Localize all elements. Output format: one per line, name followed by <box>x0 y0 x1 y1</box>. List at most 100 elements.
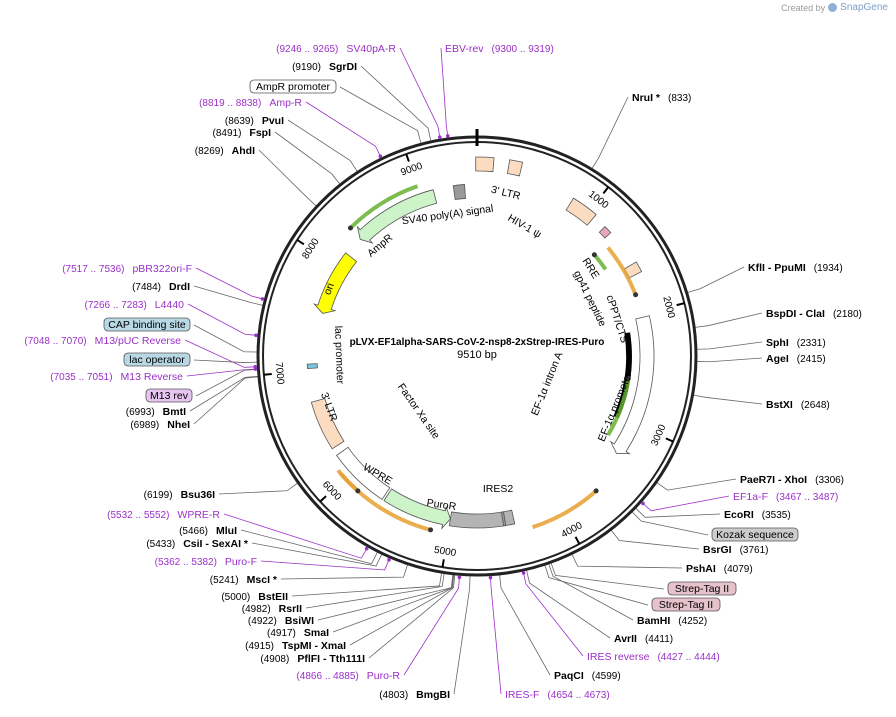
enzyme-label[interactable]: (4908)PflFI - Tth111I <box>260 653 365 665</box>
enzyme-label[interactable]: (5433)CsiI - SexAI * <box>146 538 249 550</box>
leader-line <box>218 482 298 495</box>
enzyme-position: (4908) <box>260 654 289 665</box>
feature-badge-label: CAP binding site <box>108 319 186 331</box>
primer-label[interactable]: (5362 .. 5382)Puro-F <box>155 556 257 568</box>
enzyme-label[interactable]: KflI - PpuMI(1934) <box>748 262 843 274</box>
enzyme-label[interactable]: AgeI(2415) <box>766 353 826 365</box>
enzyme-label[interactable]: PshAI(4079) <box>686 563 753 575</box>
feature-badge[interactable] <box>123 352 191 367</box>
feature-rre[interactable] <box>565 197 597 226</box>
feature-label: lac promoter <box>332 326 346 385</box>
primer-range: (7035 .. 7051) <box>50 372 112 383</box>
primer-label[interactable]: EF1a-F(3467 .. 3487) <box>733 491 838 503</box>
enzyme-label[interactable]: BsrGI(3761) <box>703 544 769 556</box>
enzyme-name: BstXI <box>766 399 793 411</box>
primer-label[interactable]: IRES-F(4654 .. 4673) <box>505 689 610 701</box>
feature-badge[interactable] <box>145 388 193 403</box>
enzyme-label[interactable]: (4982)RsrII <box>242 603 302 615</box>
brand-prefix: Created by <box>781 2 826 13</box>
enzyme-label[interactable]: NruI *(833) <box>632 92 691 104</box>
enzyme-label[interactable]: BamHI(4252) <box>637 615 707 627</box>
feature-badge[interactable] <box>249 79 337 94</box>
leader-line <box>693 394 763 405</box>
primer-range: (5362 .. 5382) <box>155 557 217 568</box>
leader-line <box>440 47 449 138</box>
enzyme-label[interactable]: SphI(2331) <box>766 337 826 349</box>
enzyme-label[interactable]: (6989)NheI <box>130 419 190 431</box>
primer-name: EBV-rev <box>445 43 484 55</box>
enzyme-label[interactable]: AvrII(4411) <box>614 633 673 645</box>
enzyme-label[interactable]: (6993)BmtI <box>126 406 186 418</box>
primer-label[interactable]: (4866 .. 4885)Puro-R <box>296 670 400 682</box>
enzyme-name: PvuI <box>262 115 284 127</box>
enzyme-label[interactable]: BspDI - ClaI(2180) <box>766 308 862 320</box>
enzyme-label[interactable]: (6199)Bsu36I <box>144 489 215 501</box>
enzyme-position: (8269) <box>195 146 224 157</box>
primer-label[interactable]: (8819 .. 8838)Amp-R <box>199 97 302 109</box>
enzyme-name: PaqCI <box>554 670 584 682</box>
enzyme-name: NruI * <box>632 92 661 104</box>
primer-label[interactable]: (5532 .. 5552)WPRE-R <box>107 509 220 521</box>
leader-line <box>195 369 258 397</box>
primer-label[interactable]: (7035 .. 7051)M13 Reverse <box>50 371 183 383</box>
primer-marker <box>378 154 383 158</box>
enzyme-label[interactable]: (8269)AhdI <box>195 145 255 157</box>
primer-label[interactable]: (7517 .. 7536)pBR322ori-F <box>62 263 192 275</box>
feature-badge[interactable] <box>103 317 191 332</box>
enzyme-position: (4922) <box>248 616 277 627</box>
feature-ef-1-intron-a[interactable] <box>613 332 632 419</box>
enzyme-label[interactable]: (7484)DrdI <box>132 281 190 293</box>
enzyme-label[interactable]: (5466)MluI <box>179 525 237 537</box>
feature-3-ltr[interactable] <box>310 398 345 450</box>
enzyme-name: PshAI <box>686 563 716 575</box>
feature-hiv-1-[interactable] <box>506 159 524 177</box>
feature-badge[interactable] <box>711 527 799 542</box>
enzyme-name: MluI <box>216 525 237 537</box>
enzyme-label[interactable]: (4803)BmgBI <box>379 689 450 701</box>
feature-lac-promoter[interactable] <box>306 363 318 370</box>
enzyme-label[interactable]: PaqCI(4599) <box>554 670 621 682</box>
primer-name: IRES-F <box>505 689 539 701</box>
enzyme-position: (7484) <box>132 282 161 293</box>
primer-label[interactable]: IRES reverse(4427 .. 4444) <box>587 651 720 663</box>
leader-line <box>223 513 369 559</box>
enzyme-label[interactable]: (9190)SgrDI <box>292 61 357 73</box>
enzyme-label[interactable]: (4917)SmaI <box>267 627 329 639</box>
feature-badge[interactable] <box>667 581 737 596</box>
feature-badge[interactable] <box>651 597 721 612</box>
feature-3-ltr[interactable] <box>475 156 495 173</box>
primer-marker <box>641 501 645 506</box>
enzyme-name: TspMI - XmaI <box>282 640 346 652</box>
enzyme-label[interactable]: PaeR7I - XhoI(3306) <box>740 474 844 486</box>
enzyme-label[interactable]: (5241)MscI * <box>210 574 278 586</box>
enzyme-label[interactable]: (8639)PvuI <box>225 115 284 127</box>
feature-ef-1-promoter[interactable] <box>609 315 655 455</box>
leader-line <box>656 478 737 491</box>
enzyme-position: (3306) <box>815 475 844 486</box>
orf-arcs <box>336 184 639 533</box>
enzyme-position: (4252) <box>678 616 707 627</box>
feature-ori[interactable] <box>312 252 358 314</box>
enzyme-label[interactable]: (4922) BsiWI <box>248 615 314 627</box>
leader-line <box>260 557 391 571</box>
leader-line <box>696 341 763 350</box>
primer-label[interactable]: (7048 .. 7070)M13/pUC Reverse <box>24 335 181 347</box>
enzyme-label[interactable]: BstXI(2648) <box>766 399 830 411</box>
feature-gp41-peptide[interactable] <box>598 225 612 239</box>
feature-puror[interactable] <box>383 488 451 530</box>
leader-line <box>544 565 649 606</box>
primer-label[interactable]: (9246 .. 9265)SV40pA-R <box>276 43 396 55</box>
feature-ampr[interactable] <box>356 189 438 244</box>
primer-label[interactable]: EBV-rev(9300 .. 9319) <box>445 43 554 55</box>
enzyme-label[interactable]: (8491)FspI <box>213 127 272 139</box>
enzyme-label[interactable]: (4915)TspMI - XmaI <box>245 640 346 652</box>
map-center: pLVX-EF1alpha-SARS-CoV-2-nsp8-2xStrep-IR… <box>350 337 605 361</box>
enzyme-name: BsiWI <box>285 615 314 627</box>
feature-sv40-poly-a-signal[interactable] <box>452 184 466 200</box>
feature-factor-xa-site[interactable] <box>500 511 507 527</box>
feature-wpre[interactable] <box>336 446 391 500</box>
primer-label[interactable]: (7266 .. 7283)L4440 <box>85 299 185 311</box>
enzyme-label[interactable]: EcoRI(3535) <box>724 509 791 521</box>
enzyme-label[interactable]: (5000)BstEII <box>221 591 288 603</box>
